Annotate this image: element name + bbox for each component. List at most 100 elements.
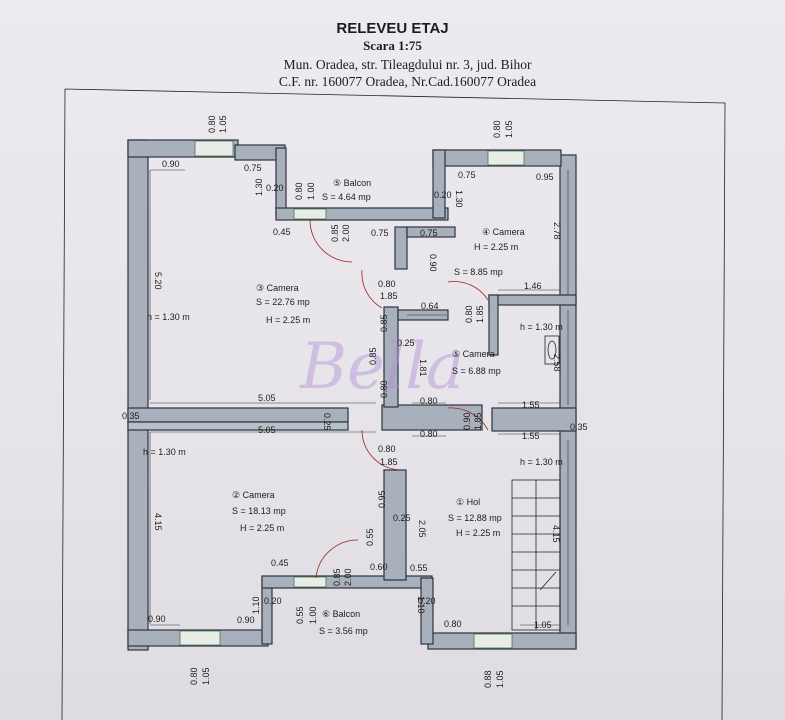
dim-label: 0.95 <box>536 172 554 182</box>
dim-label: 0.75 <box>420 228 438 238</box>
drawing-frame <box>61 88 726 720</box>
dim-label: 0.80 <box>420 396 438 406</box>
dim-label: 0.20 <box>264 596 282 606</box>
dim-label: 0.75 <box>458 170 476 180</box>
dim-label: 0.80 <box>444 619 462 629</box>
room-4-area: S = 8.85 mp <box>454 267 503 277</box>
room-3-name: ③ Camera <box>256 283 299 293</box>
dim-label: 4.15 <box>153 513 163 531</box>
dim-label: 0.75 <box>371 228 389 238</box>
window-dim-label: 1.05 <box>218 115 228 133</box>
dim-label: 1.46 <box>524 281 542 291</box>
room-2-name: ② Camera <box>232 490 275 500</box>
window-dim-label: 0.80 <box>294 182 304 200</box>
dim-label: 0.85 <box>379 314 389 332</box>
dim-label: 0.55 <box>410 563 428 573</box>
dim-label: 0.45 <box>271 558 289 568</box>
dim-label: 2.00 <box>343 568 353 586</box>
plan-address: Mun. Oradea, str. Tileagdului nr. 3, jud… <box>283 57 532 72</box>
dim-label: 0.25 <box>393 513 411 523</box>
window-dim-label: 1.05 <box>495 670 505 688</box>
dim-label: 1.30 <box>454 190 464 208</box>
dim-label: 1.10 <box>416 596 426 614</box>
dim-label: 0.95 <box>377 490 387 508</box>
dim-label: 0.90 <box>148 614 166 624</box>
exterior-walls <box>127 139 577 651</box>
windows <box>179 140 525 649</box>
plan-cadastre: C.F. nr. 160077 Oradea, Nr.Cad.160077 Or… <box>278 74 537 89</box>
dim-label: h = 1.30 m <box>143 447 186 457</box>
dim-label: 1.30 <box>254 178 264 196</box>
room-1-area: S = 12.88 mp <box>448 513 502 523</box>
dim-label: 0.25 <box>322 413 332 431</box>
dim-label: 0.35 <box>122 411 140 421</box>
dim-label: 0.80 <box>379 380 389 398</box>
plan-scale: Scara 1:75 <box>363 38 422 53</box>
room-5-name: ⑤ Camera <box>452 349 495 359</box>
dim-label: 1.05 <box>534 620 552 630</box>
fixture-icon <box>544 335 560 365</box>
dim-label: 0.20 <box>266 183 284 193</box>
balcony-5-name: ⑤ Balcon <box>333 178 371 188</box>
dim-label: 5.05 <box>258 393 276 403</box>
window-dim-label: 1.05 <box>201 667 211 685</box>
dim-label: 0.45 <box>273 227 291 237</box>
room-1-name: ① Hol <box>456 497 480 507</box>
dim-label: 0.35 <box>570 422 588 432</box>
dim-label: 0.90 <box>462 412 472 430</box>
room-3-height: H = 2.25 m <box>266 315 310 325</box>
room-labels: ③ Camera S = 22.76 mp H = 2.25 m ② Camer… <box>232 178 525 636</box>
room-4-height: H = 2.25 m <box>474 242 518 252</box>
dim-label: 4.15 <box>551 525 561 543</box>
dimension-lines <box>149 169 569 626</box>
dim-label: h = 1.30 m <box>520 322 563 332</box>
dim-label: 0.55 <box>365 528 375 546</box>
dim-label: 0.80 <box>378 279 396 289</box>
dim-label: 0.20 <box>434 190 452 200</box>
dim-label: 0.25 <box>397 338 415 348</box>
dim-label: 5.05 <box>258 425 276 435</box>
dim-label: 0.60 <box>370 562 388 572</box>
plan-title: RELEVEU ETAJ <box>336 20 449 37</box>
room-2-height: H = 2.25 m <box>240 523 284 533</box>
room-5-area: S = 6.88 mp <box>452 366 501 376</box>
room-3-area: S = 22.76 mp <box>256 297 310 307</box>
dimension-labels: 0.90 0.75 1.30 0.20 0.45 0.85 2.00 0.75 … <box>122 115 588 688</box>
dim-label: 0.90 <box>162 159 180 169</box>
dim-label: 0.80 <box>378 444 396 454</box>
dim-label: 1.10 <box>251 596 261 614</box>
window-dim-label: 0.80 <box>492 120 502 138</box>
dim-label: 5.20 <box>153 272 163 290</box>
window-dim-label: 1.00 <box>306 182 316 200</box>
dim-label: 0.90 <box>428 254 438 272</box>
dim-label: 0.80 <box>464 305 474 323</box>
dim-label: 0.64 <box>421 301 439 311</box>
balcony-6-area: S = 3.56 mp <box>319 626 368 636</box>
window-dim-label: 0.80 <box>189 667 199 685</box>
window-dim-label: 0.80 <box>207 115 217 133</box>
dim-label: 1.81 <box>418 359 428 377</box>
room-2-area: S = 18.13 mp <box>232 506 286 516</box>
dim-label: 2.58 <box>552 354 562 372</box>
dim-label: 1.00 <box>308 606 318 624</box>
balcony-5-area: S = 4.64 mp <box>322 192 371 202</box>
staircase <box>511 479 561 631</box>
dim-label: 1.55 <box>522 400 540 410</box>
dim-label: 1.85 <box>380 457 398 467</box>
dim-label: 1.85 <box>473 412 483 430</box>
dim-label: 0.85 <box>330 224 340 242</box>
dim-label: 2.78 <box>552 222 562 240</box>
dim-label: 0.90 <box>237 615 255 625</box>
dim-label: h = 1.30 m <box>520 457 563 467</box>
dim-label: 0.20 <box>418 596 436 606</box>
door-swings <box>309 219 489 579</box>
window-dim-label: 0.88 <box>483 670 493 688</box>
dim-label: 0.80 <box>420 429 438 439</box>
dim-label: 1.55 <box>522 431 540 441</box>
dim-label: 0.55 <box>295 606 305 624</box>
dim-label: 1.85 <box>475 305 485 323</box>
dim-label: h = 1.30 m <box>147 312 190 322</box>
room-4-name: ④ Camera <box>482 227 525 237</box>
